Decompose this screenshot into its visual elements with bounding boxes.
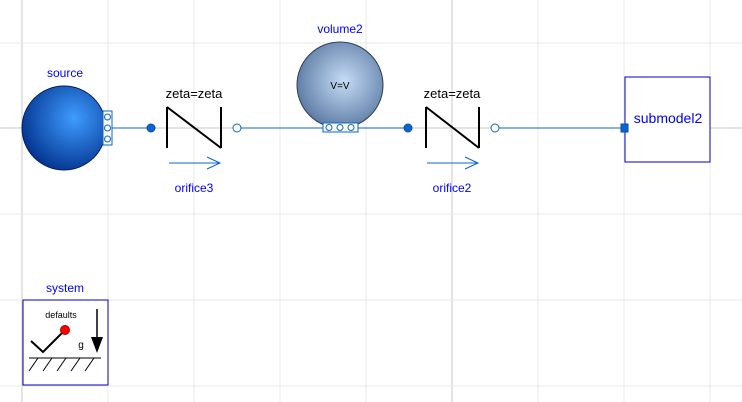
submodel2-component[interactable]: submodel2 <box>620 76 711 163</box>
system-label: system <box>46 281 84 295</box>
source-port[interactable] <box>104 135 111 143</box>
volume2-param: V=V <box>330 81 350 92</box>
flow-direction-arrow-icon <box>427 156 480 170</box>
volume2-port[interactable] <box>325 124 333 131</box>
volume2-component[interactable]: volume2 V=V <box>296 22 384 133</box>
source-port[interactable] <box>104 113 111 121</box>
orifice2-port-b[interactable] <box>490 123 500 133</box>
source-label: source <box>47 66 83 80</box>
orifice2-component[interactable]: zeta=zeta orifice2 <box>403 86 500 195</box>
source-sphere <box>21 85 107 171</box>
orifice2-label: orifice2 <box>433 181 472 195</box>
flow-direction-arrow-icon <box>169 156 222 170</box>
system-defaults-text: defaults <box>45 310 77 320</box>
orifice3-bar-diag <box>166 106 222 149</box>
submodel2-port[interactable] <box>620 123 629 133</box>
system-gravity-text: g <box>78 340 84 351</box>
source-port[interactable] <box>104 124 111 132</box>
orifice2-bar-diag <box>425 106 480 149</box>
pendulum-icon <box>30 325 70 354</box>
volume2-port[interactable] <box>336 124 344 131</box>
orifice3-port-b[interactable] <box>232 123 242 133</box>
orifice3-component[interactable]: zeta=zeta orifice3 <box>146 86 242 195</box>
ground-hatch-icon <box>28 357 101 372</box>
orifice2-port-a[interactable] <box>403 123 413 133</box>
orifice3-param: zeta=zeta <box>166 86 224 101</box>
submodel2-box <box>624 76 711 163</box>
submodel2-label: submodel2 <box>634 110 703 126</box>
orifice3-label: orifice3 <box>175 181 214 195</box>
source-component[interactable]: source <box>21 66 113 171</box>
volume2-label: volume2 <box>317 22 363 36</box>
system-component[interactable]: system defaults g <box>22 281 109 386</box>
gravity-arrow-icon <box>91 309 103 353</box>
orifice3-port-a[interactable] <box>146 123 156 133</box>
orifice2-param: zeta=zeta <box>424 86 482 101</box>
volume2-port[interactable] <box>347 124 355 131</box>
